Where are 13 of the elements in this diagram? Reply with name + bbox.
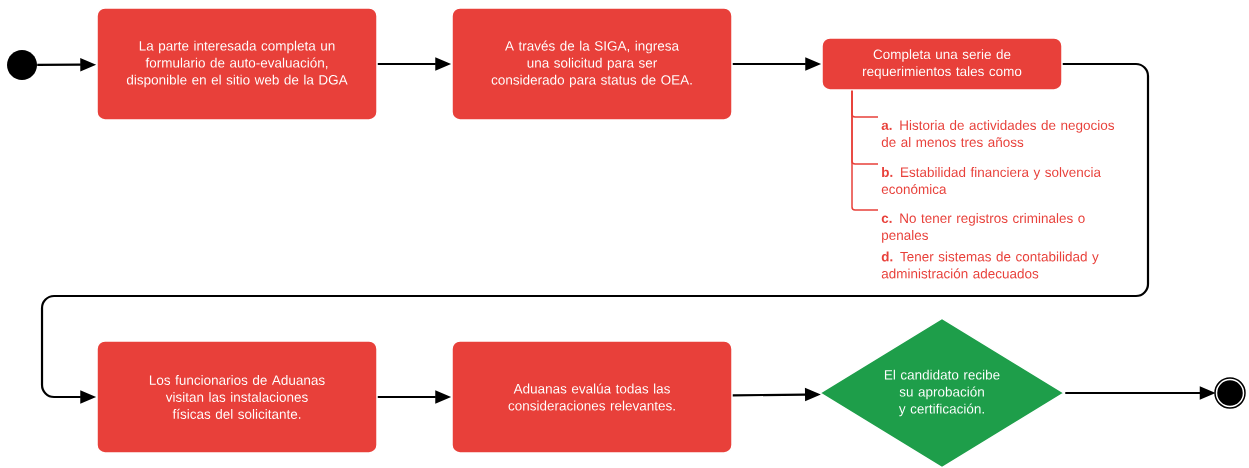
process-box: Aduanas evalúa todas las consideraciones relevantes. [451,340,733,454]
requirement-item: d. Tener sistemas de contabilidad y administración adecuados [881,251,1099,279]
bracket-line [851,90,879,211]
process-box: Completa una serie de requerimientos tales como [821,37,1063,91]
requirement-item: b. Estabilidad financiera y solvencia económica [881,167,1101,194]
process-box: La parte interesada completa un formulario de auto-evaluación, disponible en el sitio web de la DGA [96,7,378,121]
start-circle [7,50,37,80]
process-box: Los funcionarios de Aduanas visitan las instalaciones físicas del solicitante. [96,340,378,454]
end-circle [1214,377,1246,409]
requirement-item: a. Historia de actividades de negocios de al menos tres añoss [881,120,1115,147]
arrow [40,62,1150,404]
process-box: A través de la SIGA, ingresa una solicitud para ser considerado para status de OEA. [451,7,733,121]
requirement-item: c. No tener registros criminales o penales [881,213,1085,243]
